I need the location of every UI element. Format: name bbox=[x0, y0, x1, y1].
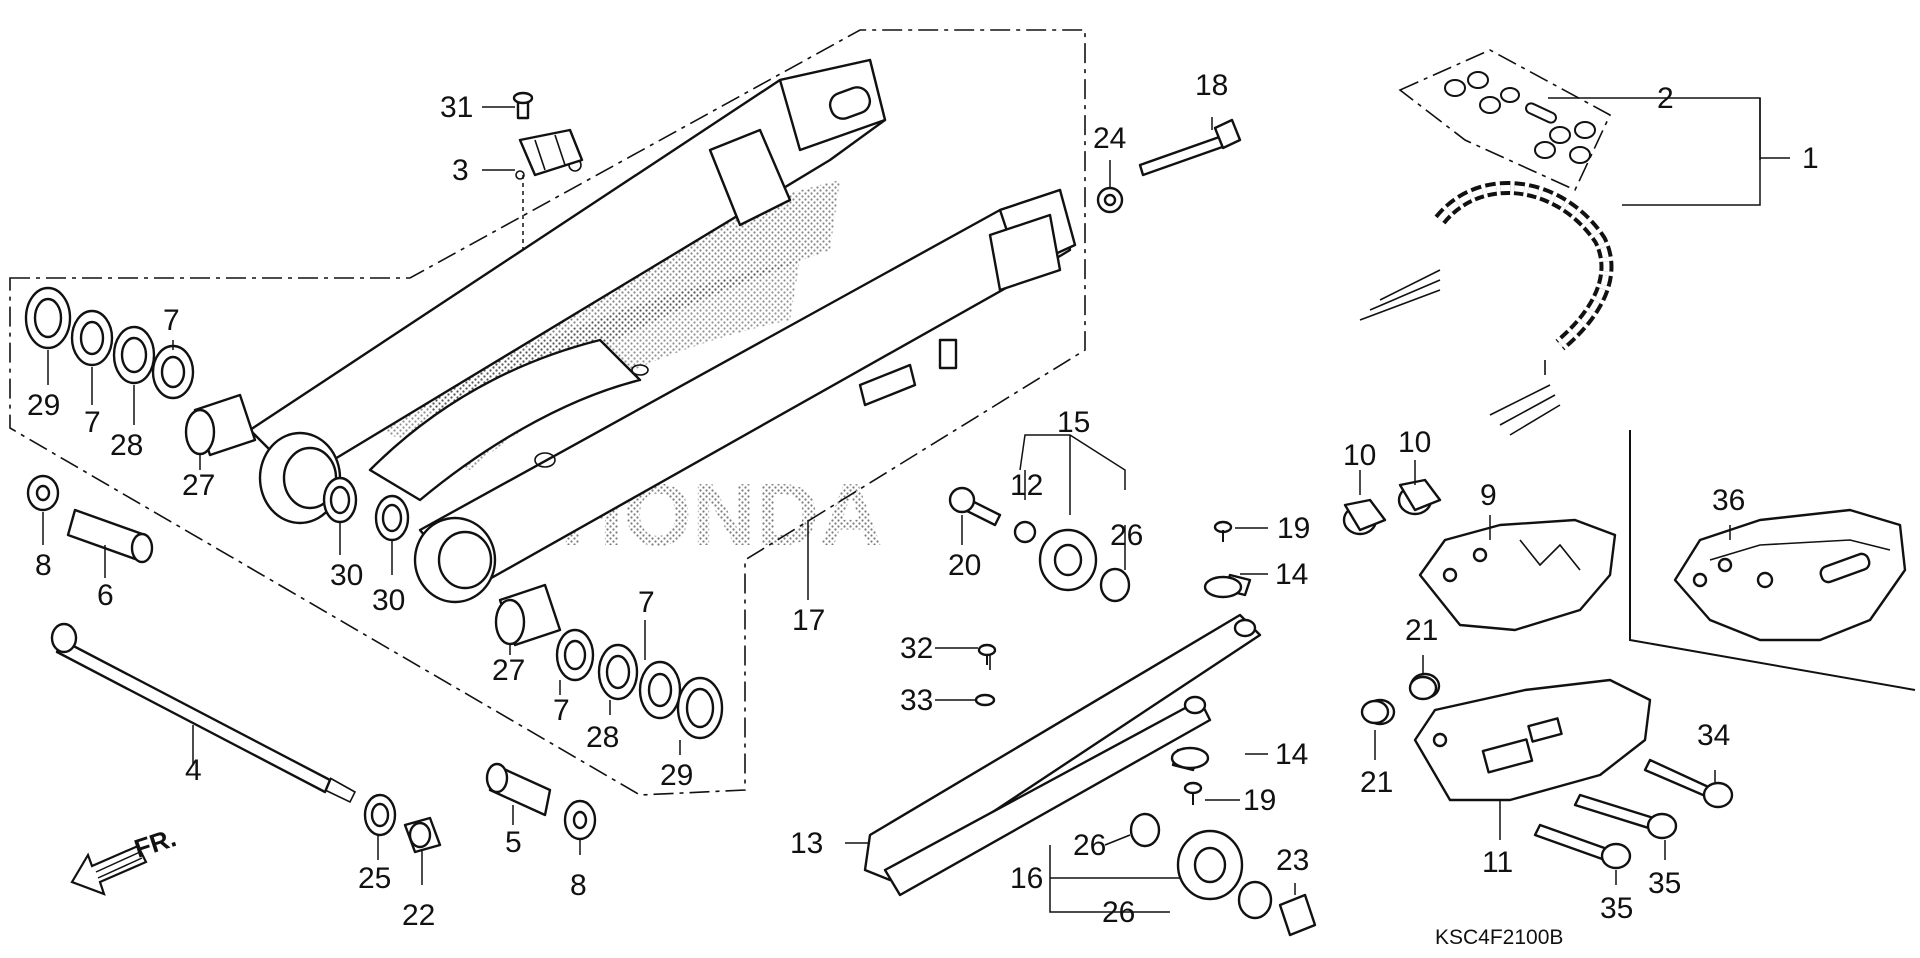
callout-28-a: 28 bbox=[110, 429, 143, 462]
callout-22: 22 bbox=[402, 899, 435, 932]
callout-7-a: 7 bbox=[84, 406, 101, 439]
callout-29-b: 29 bbox=[660, 759, 693, 792]
callout-33: 33 bbox=[900, 684, 933, 717]
guide-plate bbox=[1364, 672, 1734, 870]
callout-21-a: 21 bbox=[1405, 614, 1438, 647]
callout-35-b: 35 bbox=[1600, 892, 1633, 925]
left-pivot-hardware bbox=[24, 286, 410, 564]
callout-27-a: 27 bbox=[182, 469, 215, 502]
front-direction-arrow: FR. bbox=[70, 822, 180, 896]
callout-15: 15 bbox=[1057, 406, 1090, 439]
callout-32: 32 bbox=[900, 632, 933, 665]
swingarm bbox=[248, 58, 1077, 604]
callout-4: 4 bbox=[185, 754, 202, 787]
assembly-boundary bbox=[9, 29, 1086, 796]
callout-7-c: 7 bbox=[553, 694, 570, 727]
diagram-code: KSC4F2100B bbox=[1435, 926, 1563, 949]
callout-30-b: 30 bbox=[372, 584, 405, 617]
callout-34: 34 bbox=[1697, 719, 1730, 752]
callout-2: 2 bbox=[1657, 82, 1674, 115]
callout-16: 16 bbox=[1010, 862, 1043, 895]
callout-7-b: 7 bbox=[163, 304, 180, 337]
callout-25: 25 bbox=[358, 862, 391, 895]
callout-19-b: 19 bbox=[1243, 784, 1276, 817]
callout-30-a: 30 bbox=[330, 559, 363, 592]
callout-12: 12 bbox=[1010, 469, 1043, 502]
chain-slider bbox=[1342, 478, 1617, 632]
callout-19-a: 19 bbox=[1277, 512, 1310, 545]
callout-23: 23 bbox=[1276, 844, 1309, 877]
callout-28-b: 28 bbox=[586, 721, 619, 754]
callout-31: 31 bbox=[440, 91, 473, 124]
callout-26-a: 26 bbox=[1110, 519, 1143, 552]
callout-26-c: 26 bbox=[1102, 896, 1135, 929]
front-direction-label: FR. bbox=[131, 822, 180, 863]
clamp-part bbox=[512, 91, 584, 250]
right-pivot-hardware bbox=[485, 583, 724, 841]
callout-1: 1 bbox=[1802, 142, 1819, 175]
callout-20: 20 bbox=[948, 549, 981, 582]
swingarm-chain-slider bbox=[863, 573, 1262, 897]
callout-8-b: 8 bbox=[570, 869, 587, 902]
callout-14-a: 14 bbox=[1275, 558, 1308, 591]
callout-35-a: 35 bbox=[1648, 867, 1681, 900]
callout-5: 5 bbox=[505, 826, 522, 859]
callout-7-d: 7 bbox=[638, 586, 655, 619]
callout-9: 9 bbox=[1480, 479, 1497, 512]
callout-10-b: 10 bbox=[1398, 426, 1431, 459]
roller-assemblies bbox=[948, 118, 1438, 937]
callout-6: 6 bbox=[97, 579, 114, 612]
callout-36: 36 bbox=[1712, 484, 1745, 517]
callout-17: 17 bbox=[792, 604, 825, 637]
callout-10-a: 10 bbox=[1343, 439, 1376, 472]
callout-24: 24 bbox=[1093, 122, 1126, 155]
callout-8-a: 8 bbox=[35, 549, 52, 582]
chain-guide bbox=[1673, 508, 1907, 642]
callout-13: 13 bbox=[790, 827, 823, 860]
callout-3: 3 bbox=[452, 154, 469, 187]
pivot-shaft bbox=[50, 622, 442, 854]
callout-14-b: 14 bbox=[1275, 738, 1308, 771]
callout-27-b: 27 bbox=[492, 654, 525, 687]
leader-lines bbox=[42, 97, 1790, 913]
callout-26-b: 26 bbox=[1073, 829, 1106, 862]
callout-labels: 1 2 3 4 5 6 7 7 7 7 8 8 9 10 10 11 12 13… bbox=[27, 69, 1819, 932]
drive-chain bbox=[1359, 49, 1916, 691]
callout-29-a: 29 bbox=[27, 389, 60, 422]
callout-18: 18 bbox=[1195, 69, 1228, 102]
callout-11: 11 bbox=[1482, 846, 1513, 879]
callout-21-b: 21 bbox=[1360, 766, 1393, 799]
